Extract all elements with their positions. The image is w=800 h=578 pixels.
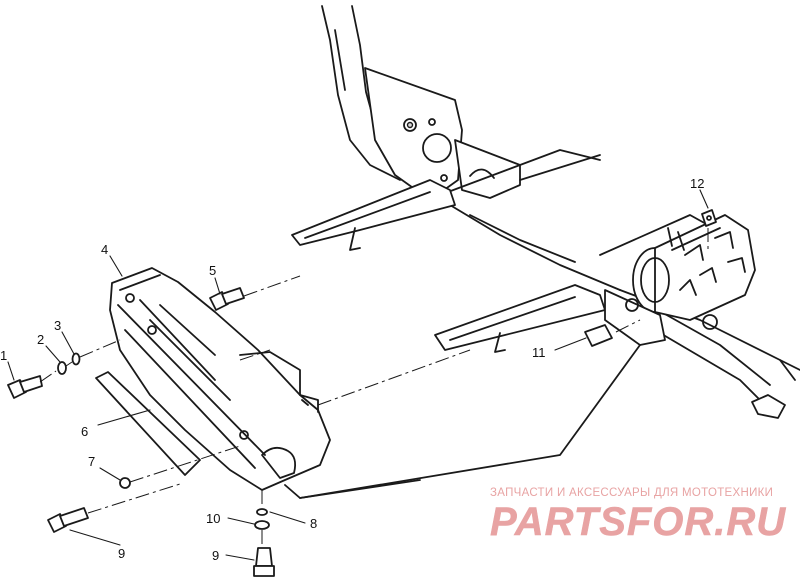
left-footrest [291,179,456,251]
hardware [7,209,717,577]
callout-labels: 1 2 3 4 5 6 7 8 9 9 10 11 12 [0,176,704,563]
clip-11 [584,324,613,347]
leader-lines [7,189,709,561]
steering-post-frame [321,5,521,201]
washer-2 [57,361,67,375]
watermark-tagline: ЗАПЧАСТИ И АКСЕССУАРЫ ДЛЯ МОТОТЕХНИКИ [490,487,773,499]
callout-9-bottom: 9 [212,548,219,563]
bolt-9-bottom [253,547,275,577]
watermark: ЗАПЧАСТИ И АКСЕССУАРЫ ДЛЯ МОТОТЕХНИКИ PA… [490,487,786,544]
washer-8 [256,508,268,516]
callout-12: 12 [690,176,704,191]
assembly-lines [39,228,709,546]
side-strip [95,371,201,476]
right-footrest [434,284,606,353]
callout-7: 7 [88,454,95,469]
front-suspension-mount [604,214,786,419]
pin-7 [119,477,131,489]
washer-3 [71,352,81,366]
callout-1: 1 [0,348,7,363]
bolt-1 [7,375,43,399]
nut-12 [701,209,717,227]
bolt-5 [209,287,245,311]
callout-9-left: 9 [118,546,125,561]
callout-5: 5 [209,263,216,278]
callout-3: 3 [54,318,61,333]
guard-panel [109,267,331,491]
callout-6: 6 [81,424,88,439]
callout-4: 4 [101,242,108,257]
bolt-9-left [47,507,89,533]
callout-11: 11 [532,345,546,360]
watermark-logo: PARTSFOR.RU [490,500,786,544]
callout-8: 8 [310,516,317,531]
callout-2: 2 [37,332,44,347]
callout-10: 10 [206,511,220,526]
washer-10 [254,520,270,530]
